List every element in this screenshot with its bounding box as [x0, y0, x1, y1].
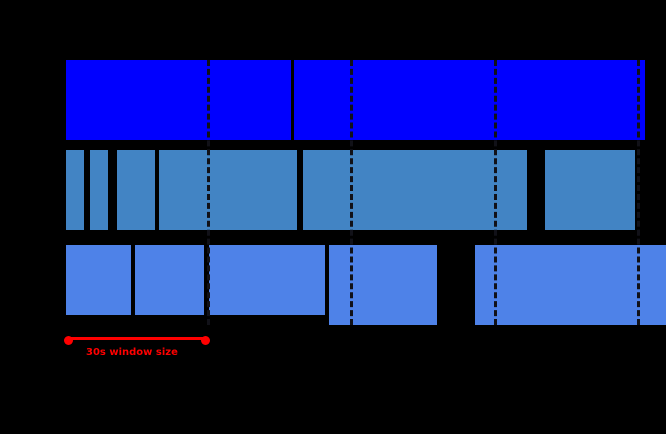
- timeline-segment: [475, 245, 666, 325]
- timeline-track-1: [0, 60, 666, 152]
- timeline-segment: [135, 245, 204, 315]
- timeline-track-2: [0, 150, 666, 242]
- timeline-segment: [329, 245, 437, 325]
- measure-bracket: [64, 336, 210, 345]
- timeline-segment: [209, 245, 325, 315]
- timeline-segment: [66, 245, 131, 315]
- timeline-segment: [159, 150, 297, 230]
- timeline-segment: [117, 150, 155, 230]
- timeline-segment: [90, 150, 108, 230]
- timeline-track-3: [0, 245, 666, 327]
- window-size-label: 30s window size: [86, 347, 178, 358]
- timeline-segment: [545, 150, 635, 230]
- timeline-segment: [66, 150, 84, 230]
- measure-cap-right-icon: [201, 336, 210, 345]
- measure-cap-left-icon: [64, 336, 73, 345]
- timeline-segment: [66, 60, 291, 140]
- timeline-segment: [303, 150, 527, 230]
- timeline-segment: [294, 60, 645, 140]
